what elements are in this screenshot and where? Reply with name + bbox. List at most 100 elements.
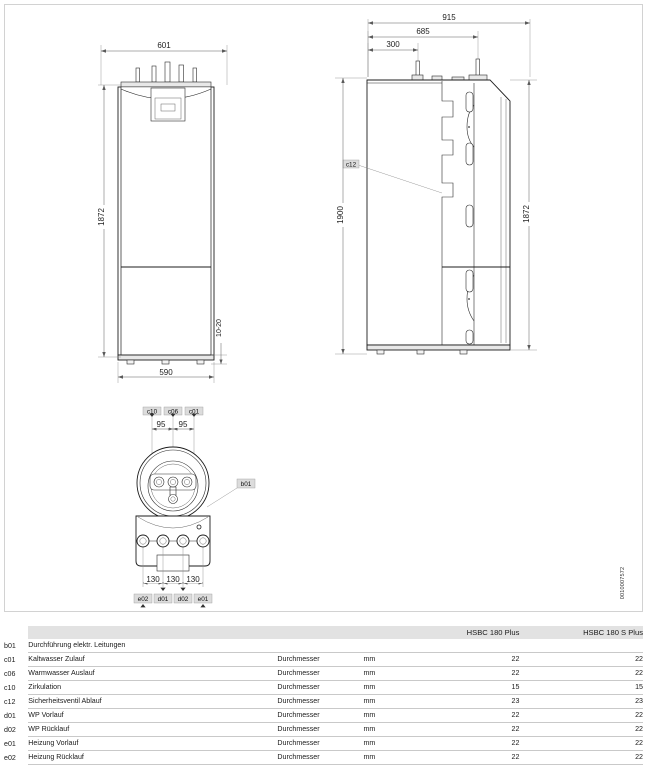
cell-measure: Durchmesser [277,666,364,681]
cell-code: c10 [4,683,16,692]
drawing-canvas: 601 [97,12,626,608]
table-header-row: HSBC 180 Plus HSBC 180 S Plus [4,626,643,639]
header-description [28,626,278,639]
cell-code: c12 [4,697,16,706]
cell-measure: Durchmesser [277,708,364,723]
specification-table: HSBC 180 Plus HSBC 180 S Plus b01 Durchfü… [4,626,643,765]
connection-label-c01: c01 [189,409,200,416]
side-view-group: 915 685 300 [335,12,537,355]
connection-dim-95-a: 95 [157,420,166,429]
side-depth-small-dimension: 300 [367,39,419,77]
connection-bottom-housing [135,515,211,572]
connection-view-group: c10 c06 c01 95 95 [133,406,256,608]
cell-value-model-1: 15 [397,680,520,695]
cell-value-model-2: 23 [519,694,643,709]
side-base-feet [366,344,511,355]
connection-dim-130-c: 130 [186,575,200,584]
cell-code: c06 [4,669,16,678]
header-unit [363,626,398,639]
connection-label-d02: d02 [178,596,189,603]
cell-unit: mm [363,708,398,723]
cell-measure: Durchmesser [277,722,364,737]
cell-unit: mm [363,750,398,765]
cell-unit: mm [363,680,398,695]
side-height-right-dimension: 1872 [510,79,537,351]
connection-top-plate [136,446,210,520]
cell-measure: Durchmesser [277,694,364,709]
connection-bottom-dimensions: 130 130 130 [142,547,204,587]
cell-value-model-2: 22 [519,750,643,765]
cell-measure: Durchmesser [277,736,364,751]
cell-measure [277,639,364,653]
side-callout-c12-label: c12 [346,162,357,169]
side-depth-total-label: 915 [442,13,456,22]
cell-description: Durchführung elektr. Leitungen [28,639,278,653]
header-code [4,626,28,639]
side-depth-mid-dimension: 685 [367,26,479,77]
front-top-fittings [120,61,212,89]
front-base-feet [117,354,215,365]
cell-unit [363,639,398,653]
connection-bottom-labels: e02 d01 d02 e01 [133,587,213,608]
cell-value-model-1: 22 [397,652,520,667]
cell-unit: mm [363,652,398,667]
connection-dim-95-b: 95 [179,420,188,429]
front-foot-dimension: 10-20 [211,315,227,365]
cell-value-model-2: 15 [519,680,643,695]
cell-value-model-2 [519,639,643,653]
cell-value-model-1: 22 [397,736,520,751]
header-measure [277,626,364,639]
connection-label-c10: c10 [147,409,158,416]
cell-code: b01 [4,641,16,650]
connection-label-d01: d01 [158,596,169,603]
side-top-fittings [411,58,488,81]
connection-top-dimensions: 95 95 [152,419,194,431]
side-height-left-label: 1900 [336,206,345,224]
header-model-1: HSBC 180 Plus [397,626,520,639]
table-row: b01 Durchführung elektr. Leitungen [4,639,643,653]
cell-description: Warmwasser Auslauf [28,666,278,681]
side-depth-total-dimension: 915 [367,12,531,77]
cell-unit: mm [363,666,398,681]
cell-code: c01 [4,655,16,664]
cell-value-model-1: 22 [397,722,520,737]
cell-description: Heizung Rücklauf [28,750,278,765]
front-width-bottom-label: 590 [159,368,173,377]
cell-measure: Durchmesser [277,750,364,765]
front-height-label: 1872 [97,208,106,226]
table-head: HSBC 180 Plus HSBC 180 S Plus [4,626,643,639]
cell-value-model-1: 22 [397,750,520,765]
side-depth-mid-label: 685 [416,27,430,36]
front-bottom-width-dimension: 590 [117,362,215,383]
cell-code: e01 [4,739,16,748]
cell-value-model-2: 22 [519,736,643,751]
cell-measure: Durchmesser [277,652,364,667]
cell-code: d01 [4,711,16,720]
side-cabinet-body [366,79,511,346]
cell-value-model-1 [397,639,520,653]
header-model-2: HSBC 180 S Plus [519,626,643,639]
cell-value-model-2: 22 [519,708,643,723]
front-cabinet-body [117,86,215,356]
technical-drawing-panel: 601 [4,4,643,612]
side-height-left-dimension: 1900 [335,77,367,355]
cell-unit: mm [363,736,398,751]
cell-value-model-2: 22 [519,652,643,667]
cell-description: WP Vorlauf [28,708,278,723]
cell-description: Zirkulation [28,680,278,695]
connection-label-b01: b01 [241,481,252,488]
connection-label-e01: e01 [198,596,209,603]
cell-measure: Durchmesser [277,680,364,695]
connection-dim-130-a: 130 [146,575,160,584]
cell-description: Sicherheitsventil Ablauf [28,694,278,709]
side-height-right-label: 1872 [522,205,531,223]
cell-value-model-2: 22 [519,666,643,681]
cell-value-model-2: 22 [519,722,643,737]
